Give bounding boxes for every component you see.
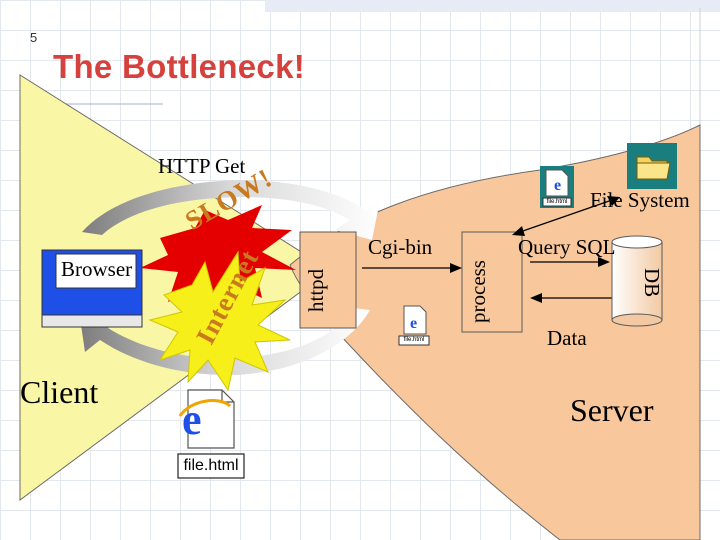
top-bar (265, 0, 720, 12)
cgi-bin-label: Cgi-bin (368, 235, 433, 259)
http-get-arrow (82, 180, 380, 240)
ie-document-icon: e file.html (176, 386, 246, 485)
database-cylinder-icon (611, 235, 663, 327)
query-sql-label: Query SQL (518, 235, 616, 259)
client-label: Client (20, 374, 99, 410)
httpd-label: httpd (304, 268, 328, 312)
file-system-link-head-b (607, 196, 620, 206)
db-label: DB (640, 268, 664, 298)
http-get-label: HTTP Get (158, 154, 246, 178)
folder-icon (627, 143, 677, 194)
data-label: Data (547, 326, 587, 350)
client-file-label: file.html (183, 457, 239, 474)
internet-burst (148, 250, 291, 392)
process-label: process (466, 260, 490, 323)
ie-document-icon: e file.html (398, 304, 430, 351)
svg-text:e: e (410, 315, 417, 332)
cgi-bin-arrowhead (450, 263, 462, 273)
browser-label: Browser (61, 257, 133, 281)
slide-number: 5 (30, 30, 38, 45)
page-title: The Bottleneck! (53, 48, 306, 85)
monitor-icon (40, 240, 152, 345)
file-system-link (519, 199, 613, 233)
data-arrowhead (530, 293, 542, 303)
process-box (461, 231, 523, 333)
ie-document-icon: e file.html (540, 166, 574, 213)
http-response-arrow (80, 308, 370, 376)
file-system-label: File System (590, 188, 690, 212)
file-system-file-label: file.html (546, 199, 568, 205)
server-file-label: file.html (403, 337, 425, 343)
query-sql-arrowhead (598, 257, 610, 267)
svg-text:e: e (554, 177, 561, 194)
httpd-box (299, 231, 357, 329)
file-system-link-head-a (512, 226, 525, 236)
server-label: Server (570, 392, 654, 428)
